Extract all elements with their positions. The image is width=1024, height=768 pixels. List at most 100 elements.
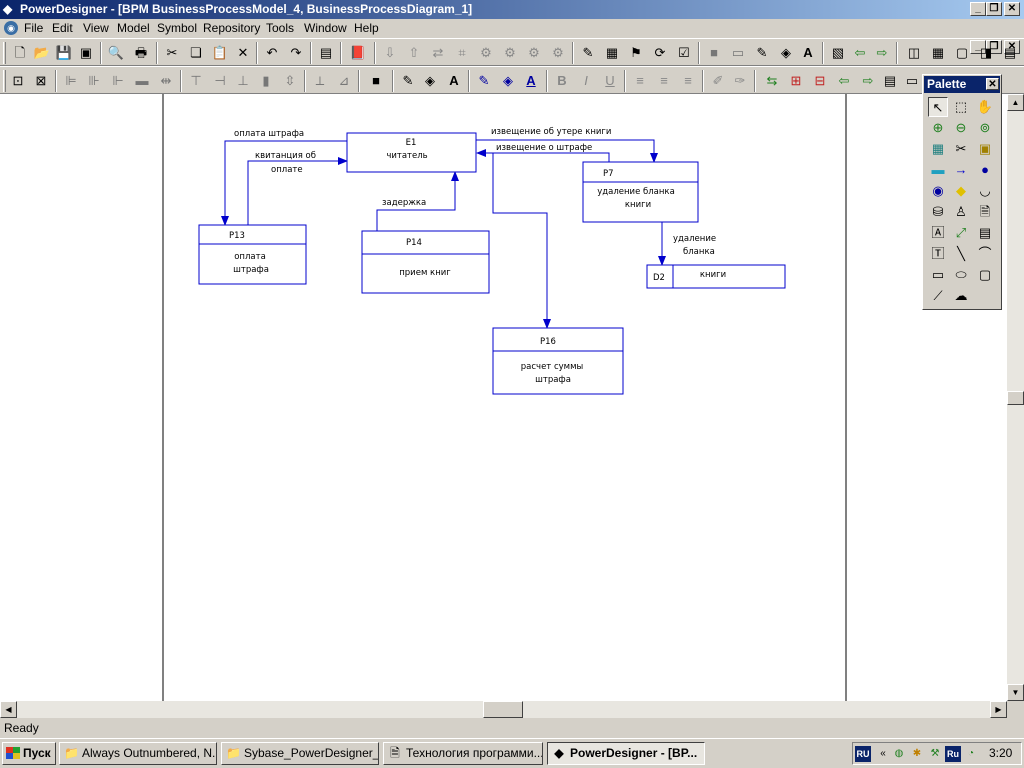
horizontal-scroll-thumb[interactable] [483,701,523,718]
flow-fine-notice[interactable]: извещение о штрафе [476,143,610,162]
end-tool-icon[interactable]: ◉ [932,183,944,198]
network-globe-icon[interactable]: ◍ [894,748,904,759]
node-d2[interactable]: D2 книги [646,264,786,289]
close-button[interactable]: ✕ [1004,2,1020,16]
tray-app-icon[interactable]: ✱ [912,748,922,759]
fill-icon[interactable]: ◈ [425,73,435,88]
decision-tool-icon[interactable]: ◆ [956,183,966,198]
link-icon[interactable]: ⊟ [814,73,826,88]
check-model-icon[interactable]: ☑ [678,45,690,60]
zoom-fit-icon[interactable]: ⊚ [979,120,991,135]
flow-to-p16[interactable] [492,153,551,329]
pen-icon[interactable]: ✎ [402,73,414,88]
arc-tool-icon[interactable]: ⌒ [978,246,992,261]
repository-disconnect-icon[interactable]: ⚙ [504,45,516,60]
ellipse-tool-icon[interactable]: ⬭ [955,267,967,282]
rectangle-tool-icon[interactable]: ▭ [931,267,945,282]
zoom-in-icon[interactable]: ⊕ [932,120,944,135]
link-tool-icon[interactable]: ⤢ [955,225,967,240]
align-middle-icon[interactable]: ⊣ [214,73,226,88]
flow-removal[interactable]: удаление бланка [658,222,716,266]
compare-icon[interactable]: ⇄ [432,45,444,60]
text-direction-icon[interactable]: ⊿ [338,73,350,88]
title-bar[interactable]: ◆ PowerDesigner - [BPM BusinessProcessMo… [0,0,1024,19]
toolbar-grip[interactable] [3,70,6,92]
undo-icon[interactable]: ↶ [266,45,278,60]
rounded-rectangle-tool-icon[interactable]: ▢ [978,267,992,282]
resource-tool-icon[interactable]: 🗎 [979,204,991,219]
minimize-button[interactable]: _ [970,2,986,16]
diagram-list-icon[interactable]: ▤ [883,73,897,88]
polyline-tool-icon[interactable]: ⟋ [933,288,943,303]
same-width-icon[interactable]: ▬ [135,73,149,88]
generate-icon[interactable]: ⚑ [630,45,642,60]
line-style-icon[interactable]: ✎ [478,73,490,88]
synchronization-tool-icon[interactable]: ◡ [979,183,991,198]
flow-receipt[interactable]: квитанция об оплате [247,151,348,225]
align-top-icon[interactable]: ⊤ [190,73,202,88]
open-folder-icon[interactable]: 📂 [33,45,51,60]
process-tool-icon[interactable]: ▬ [931,162,945,177]
cross-tool-icon[interactable]: ✂ [955,141,967,156]
tray-expand-icon[interactable]: « [880,748,886,759]
pointer-tool-icon[interactable]: ↖ [928,97,948,117]
keyboard-layout-icon[interactable]: Ru [945,746,961,762]
menu-repository[interactable]: Repository [203,21,261,35]
scroll-up-button[interactable]: ▲ [1007,94,1024,111]
text-tool-icon[interactable]: 🄰 [931,225,945,240]
flow-fine-payment[interactable]: оплата штрафа [221,129,347,226]
flow-delay[interactable]: задержка [376,171,459,231]
node-p7[interactable]: P7 удаление бланка книги [582,161,699,223]
node-p14[interactable]: P14 прием книг [361,230,490,294]
scroll-down-button[interactable]: ▼ [1007,684,1024,701]
bold-icon[interactable]: B [557,73,567,88]
menu-file[interactable]: File [24,21,44,35]
lasso-tool-icon[interactable]: ⬚ [954,99,968,114]
save-all-icon[interactable]: ▣ [79,45,93,60]
more-toolbar-icon[interactable]: ▭ [905,73,919,88]
save-icon[interactable]: 💾 [55,45,73,60]
text-rotate-icon[interactable]: ⟂ [315,73,325,88]
text-align-right-icon[interactable]: ≡ [684,73,692,88]
text-box-icon[interactable]: ▭ [731,45,745,60]
menu-window[interactable]: Window [304,21,347,35]
next-diagram-icon[interactable]: ⇨ [862,73,874,88]
doc-minimize-button[interactable]: _ [970,40,986,54]
fill-color-icon[interactable]: ◈ [781,45,791,60]
start-button[interactable]: Пуск [2,742,56,765]
copy-icon[interactable]: ❏ [190,45,202,60]
taskbar-item-sybase-folder[interactable]: 📁 Sybase_PowerDesigner_... [221,742,379,765]
package-icon[interactable]: ▧ [831,45,845,60]
check-out-icon[interactable]: ⇧ [408,45,420,60]
menu-view[interactable]: View [83,21,109,35]
menu-help[interactable]: Help [354,21,379,35]
app-icon[interactable]: ◆ [3,2,13,16]
polygon-tool-icon[interactable]: ☁ [954,288,968,303]
align-center-icon[interactable]: ⊪ [88,73,100,88]
output-window-icon[interactable]: ▢ [955,45,969,60]
palette-close-button[interactable]: ✕ [986,78,999,90]
redo-icon[interactable]: ↷ [290,45,302,60]
hand-tool-icon[interactable]: ✋ [976,99,994,114]
menu-symbol[interactable]: Symbol [157,21,198,35]
back-icon[interactable]: ⇦ [854,45,866,60]
menu-edit[interactable]: Edit [52,21,73,35]
flow-loss-notice[interactable]: извещение об утере книги [476,127,658,163]
doc-close-button[interactable]: ✕ [1004,40,1020,54]
node-p13[interactable]: P13 оплата штрафа [198,224,307,285]
underline-icon[interactable]: U [605,73,615,88]
message-tool-icon[interactable]: ▤ [978,225,992,240]
node-e1[interactable]: E1 читатель [346,132,477,173]
diagram-window-icon[interactable]: ◫ [907,45,921,60]
vertical-spacing-icon[interactable]: ⇳ [284,73,296,88]
align-bottom-icon[interactable]: ⊥ [237,73,249,88]
font-icon[interactable]: A [803,45,813,60]
shape-icon[interactable]: ■ [710,45,718,60]
fill-style-icon[interactable]: ◈ [503,73,513,88]
line-tool-icon[interactable]: ╲ [957,246,965,261]
edit-document-icon[interactable]: ✎ [582,45,594,60]
taskbar-item-powerdesigner[interactable]: ◆ PowerDesigner - [BP... [547,742,705,765]
note-tool-icon[interactable]: 🅃 [931,246,945,261]
node-p16[interactable]: P16 расчет суммы штрафа [492,327,624,395]
taskbar-item-winamp[interactable]: 📁 Always Outnumbered, N... [59,742,217,765]
